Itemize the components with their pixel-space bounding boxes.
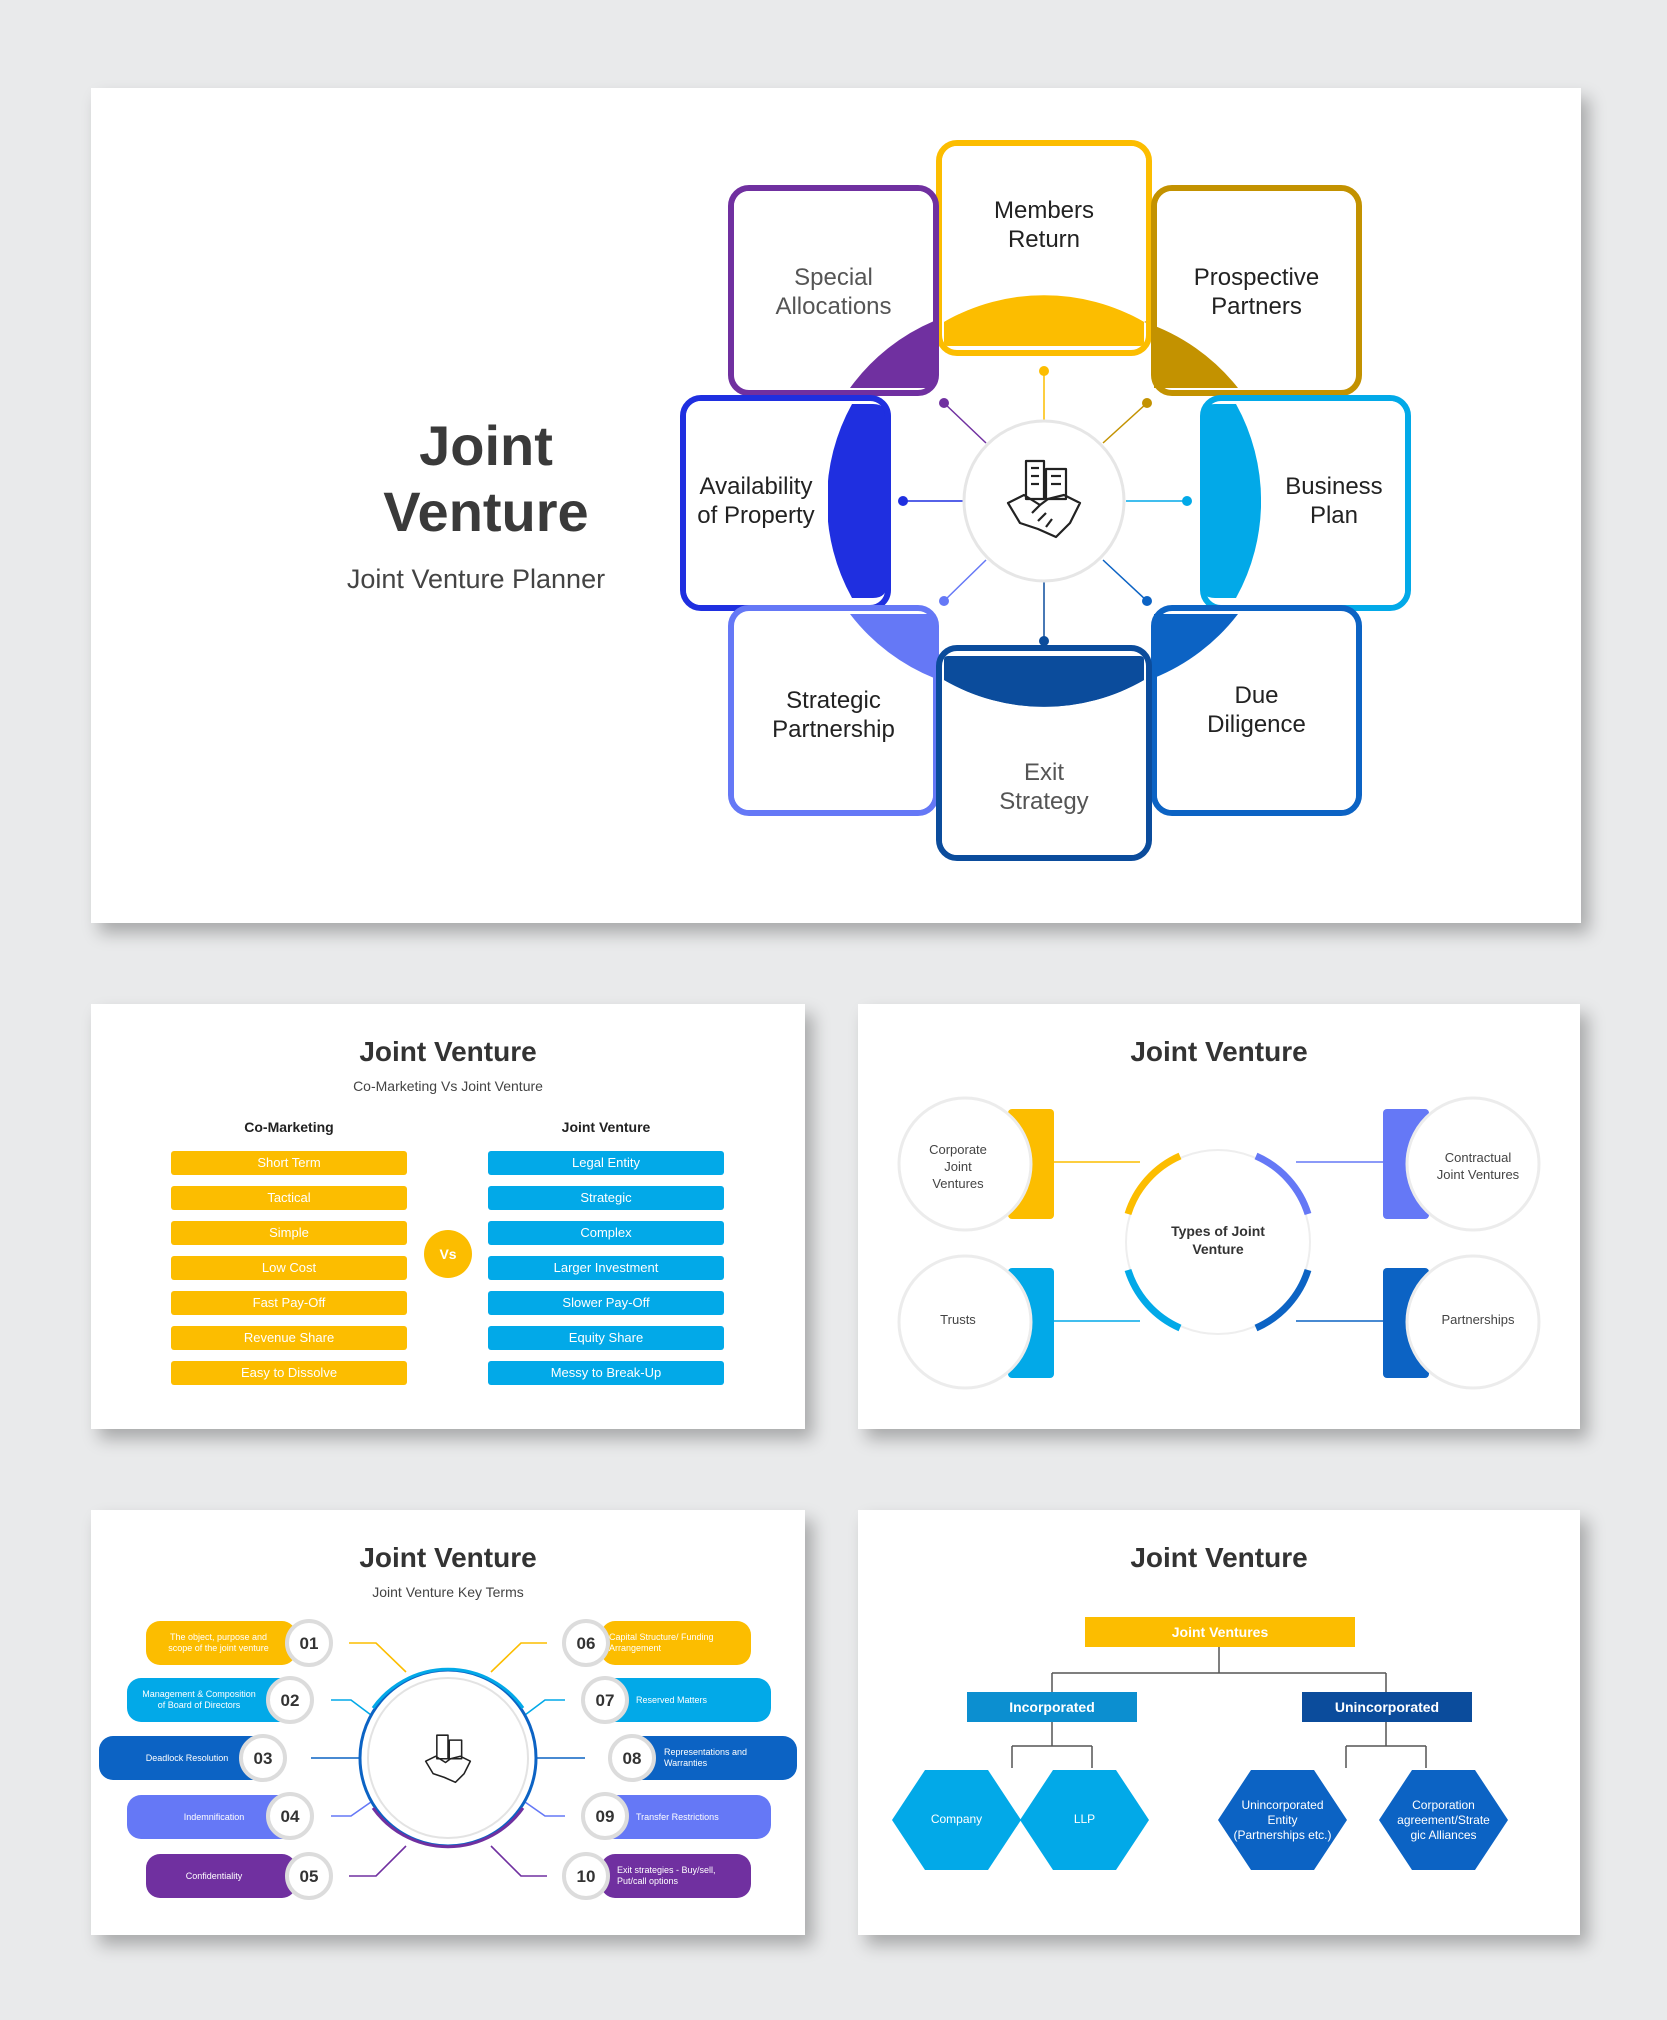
hex-corporation-agreement [1379,1770,1508,1870]
slide5-title: Joint Venture [1130,1542,1308,1573]
term-number-03: 03 [253,1749,273,1768]
right-item: Strategic [488,1186,724,1210]
term-number-04: 04 [280,1807,300,1826]
cards [680,140,1411,861]
card-business-plan[interactable]: Business Plan [1285,473,1383,529]
unincorporated-node: Unincorporated [1334,1699,1440,1715]
circle-partnerships [1405,1254,1541,1390]
slide4-title: Joint Venture [359,1542,537,1573]
left-item: Fast Pay-Off [171,1291,407,1315]
term-number-08: 08 [622,1749,642,1768]
left-item: Low Cost [171,1256,407,1280]
slide1-subtitle: Joint Venture Planner [346,564,606,594]
card-frame-due [1151,605,1362,816]
partnerships-label: Partnerships [1441,1312,1515,1327]
card-availability-property[interactable]: Availability of Property [697,473,815,529]
incorporated-node: Incorporated [1009,1699,1095,1715]
term-number-02: 02 [280,1691,300,1710]
right-item: Larger Investment [488,1256,724,1280]
types-diagram [897,1096,1541,1390]
ring-seg-cyan [1201,404,1262,598]
card-prospective-partners[interactable]: Prospective Partners [1193,264,1320,320]
hex-company [892,1770,1021,1870]
planner-diagram [680,140,1411,861]
card-members-return[interactable]: Members Return [993,197,1095,253]
unincorporated-entity-node: Unincorporated Entity (Partnerships etc.… [1233,1798,1332,1842]
ring-seg-periwinkle [850,614,934,678]
slide-joint-venture-planner[interactable]: Joint Venture Joint Venture Planner [91,88,1581,923]
term-text-07: Reserved Matters [636,1695,708,1705]
right-column-header: Joint Venture [561,1119,651,1135]
key-terms-diagram [99,1619,797,1900]
slide-co-marketing-vs-jv[interactable]: Joint Venture Co-Marketing Vs Joint Vent… [91,1004,805,1429]
ring-seg-gold [1144,318,1238,388]
hierarchy-diagram [892,1617,1508,1870]
root-node: Joint Ventures [1171,1624,1269,1640]
card-frame-prospective [1151,185,1362,396]
handshake-buildings-icon [1006,459,1082,539]
ring-seg-royal [826,404,887,598]
handshake-buildings-icon [424,1734,472,1784]
term-text-03: Deadlock Resolution [145,1753,229,1763]
right-item: Legal Entity [488,1151,724,1175]
slide2-subtitle: Co-Marketing Vs Joint Venture [353,1078,543,1094]
corporate-jv-label: Corporate Joint Ventures [929,1142,987,1191]
term-text-05: Confidentiality [185,1871,243,1881]
slide1-title: Joint Venture [383,414,589,543]
term-number-10: 10 [576,1867,596,1886]
card-frame-exit [936,645,1152,861]
connectors [898,366,1192,646]
right-item: Complex [488,1221,724,1245]
card-exit-strategy[interactable]: Exit Strategy [999,759,1089,815]
left-item: Revenue Share [171,1326,407,1350]
term-number-07: 07 [595,1691,615,1710]
trusts-label: Trusts [940,1312,976,1327]
right-item: Messy to Break-Up [488,1361,724,1385]
term-number-06: 06 [576,1634,596,1653]
term-number-09: 09 [595,1807,615,1826]
left-column-header: Co-Marketing [244,1119,334,1135]
circle-contractual [1405,1096,1541,1232]
right-item: Slower Pay-Off [488,1291,724,1315]
left-item: Tactical [171,1186,407,1210]
card-special-allocations[interactable]: Special Allocations [775,264,892,320]
left-item: Short Term [171,1151,407,1175]
circle-trusts [897,1254,1033,1390]
slide2-title: Joint Venture [359,1036,537,1067]
slide3-title: Joint Venture [1130,1036,1308,1067]
ring-seg-purple [850,321,934,388]
hex-unincorporated-entity [1218,1770,1347,1870]
company-node: Company [930,1812,983,1826]
right-item: Equity Share [488,1326,724,1350]
circle-corporate [897,1096,1033,1232]
slide-key-terms[interactable]: Joint Venture Joint Venture Key Terms [91,1510,805,1935]
card-due-diligence[interactable]: Due Diligence [1207,682,1306,738]
term-text-04: Indemnification [183,1812,245,1822]
left-item: Easy to Dissolve [171,1361,407,1385]
ring-seg-midblue [1154,614,1238,678]
term-number-05: 05 [299,1867,319,1886]
contractual-jv-label: Contractual Joint Ventures [1436,1150,1520,1182]
types-center-label: Types of Joint Venture [1171,1223,1265,1257]
term-text-09: Transfer Restrictions [636,1812,719,1822]
slide-jv-hierarchy[interactable]: Joint Venture Joint Ventures Incorporate… [858,1510,1580,1935]
hex-llp [1020,1770,1149,1870]
card-strategic-partnership[interactable]: Strategic Partnership [772,687,895,743]
term-number-01: 01 [299,1634,319,1653]
vs-badge: Vs [424,1230,472,1278]
slide4-subtitle: Joint Venture Key Terms [372,1584,524,1600]
card-frame-special [728,185,939,396]
left-item: Simple [171,1221,407,1245]
corporation-agreement-node: Corporation agreement/Strate gic Allianc… [1397,1798,1490,1842]
llp-node: LLP [1073,1812,1096,1826]
slide-types-of-jv[interactable]: Joint Venture Types of Joint Venture Cor… [858,1004,1580,1429]
term-text-10: Exit strategies - Buy/sell,Put/call opti… [617,1865,716,1886]
